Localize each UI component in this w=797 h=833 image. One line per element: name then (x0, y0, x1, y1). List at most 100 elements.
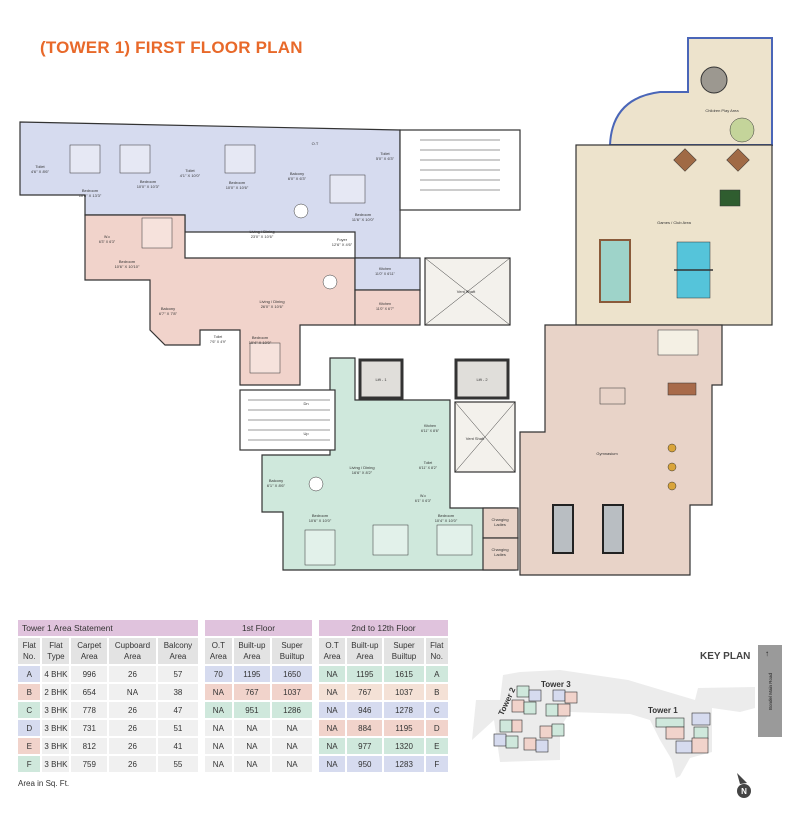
table-cell: D (18, 720, 41, 736)
table-cell: NA (272, 738, 312, 754)
svg-text:N: N (741, 787, 747, 796)
table-cell: NA (272, 756, 312, 772)
changing-room (482, 537, 519, 571)
table-cell: 47 (157, 702, 198, 718)
tower-3-label: Tower 3 (541, 680, 571, 689)
column-header: Flat No. (425, 638, 448, 664)
column-header: Built-up Area (233, 638, 271, 664)
svg-text:Gymnasium: Gymnasium (596, 451, 618, 456)
table-cell: 51 (157, 720, 198, 736)
road (758, 645, 782, 737)
table-cell: NA (205, 702, 232, 718)
table-cell: 778 (71, 702, 108, 718)
flat-b (84, 214, 356, 386)
table-cell: NA (233, 756, 271, 772)
bed-icon (249, 342, 281, 374)
dining-table-icon (308, 476, 324, 492)
bed-icon (329, 174, 366, 204)
table-cell: 26 (109, 738, 156, 754)
table-cell: 4 BHK (42, 666, 70, 682)
table-cell: NA (233, 738, 271, 754)
stair-treads (248, 139, 500, 441)
lift-1 (358, 358, 404, 400)
column-header: Flat No. (18, 638, 41, 664)
dining-table-icon (322, 274, 338, 290)
tower-1-block (655, 712, 711, 754)
dining-table-icon (293, 203, 309, 219)
table-cell: 731 (71, 720, 108, 736)
gym-bench-icon (667, 382, 697, 396)
table-cell: NA (205, 756, 232, 772)
tower-2-block (493, 685, 542, 749)
svg-text:Vent Shaft: Vent Shaft (466, 436, 485, 441)
flat-a-kitchen (354, 257, 421, 291)
table-cell: 1195 (384, 720, 424, 736)
table-cell: 1286 (272, 702, 312, 718)
column-header: Carpet Area (71, 638, 108, 664)
table-cell: 55 (157, 756, 198, 772)
svg-text:Up: Up (303, 431, 309, 436)
key-plan: Bondel Main Road ↑ T (472, 645, 782, 798)
cycle-icon (667, 462, 677, 472)
column-header: Balcony Area (157, 638, 198, 664)
bed-icon (436, 524, 473, 556)
table-cell: 26 (109, 702, 156, 718)
table-cell: 946 (347, 702, 383, 718)
lift-2 (454, 358, 510, 400)
table-cell: NA (319, 684, 346, 700)
table-cell: B (425, 684, 448, 700)
key-plan-title: KEY PLAN (700, 651, 751, 662)
table-cell: NA (205, 738, 232, 754)
table-cell: NA (319, 756, 346, 772)
table-cell: 3 BHK (42, 720, 70, 736)
bed-icon (141, 217, 173, 249)
column-header: O.T Area (205, 638, 232, 664)
table-cell: A (425, 666, 448, 682)
club-table-icon (726, 148, 750, 172)
table-cell: 38 (157, 684, 198, 700)
svg-text:W.c6'1" X 6'3": W.c6'1" X 6'3" (415, 494, 432, 503)
column-header: O.T Area (319, 638, 346, 664)
table-cell: 884 (347, 720, 383, 736)
table-cell: 950 (347, 756, 383, 772)
svg-text:Lift - 1: Lift - 1 (375, 377, 387, 382)
svg-text:Vent Shaft: Vent Shaft (457, 289, 476, 294)
bed-icon (304, 529, 336, 566)
bed-icon (224, 144, 256, 174)
svg-text:Lift - 2: Lift - 2 (476, 377, 488, 382)
bed-icon (119, 144, 151, 174)
treadmill-icon (602, 504, 624, 554)
table-cell: NA (319, 738, 346, 754)
flat-b-kitchen (354, 289, 421, 326)
pool-table-icon (599, 239, 631, 303)
area-statement-table: Tower 1 Area Statement Flat No.Flat Type… (16, 618, 200, 774)
upper-floors-title: 2nd to 12th Floor (319, 620, 448, 636)
svg-text:Games / Club Area: Games / Club Area (657, 220, 692, 225)
bed-icon (69, 144, 101, 174)
table-cell: 1037 (272, 684, 312, 700)
table-cell: 26 (109, 720, 156, 736)
first-floor-title: 1st Floor (205, 620, 312, 636)
table-cell: 1615 (384, 666, 424, 682)
column-header: Flat Type (42, 638, 70, 664)
svg-text:↑: ↑ (765, 649, 769, 658)
